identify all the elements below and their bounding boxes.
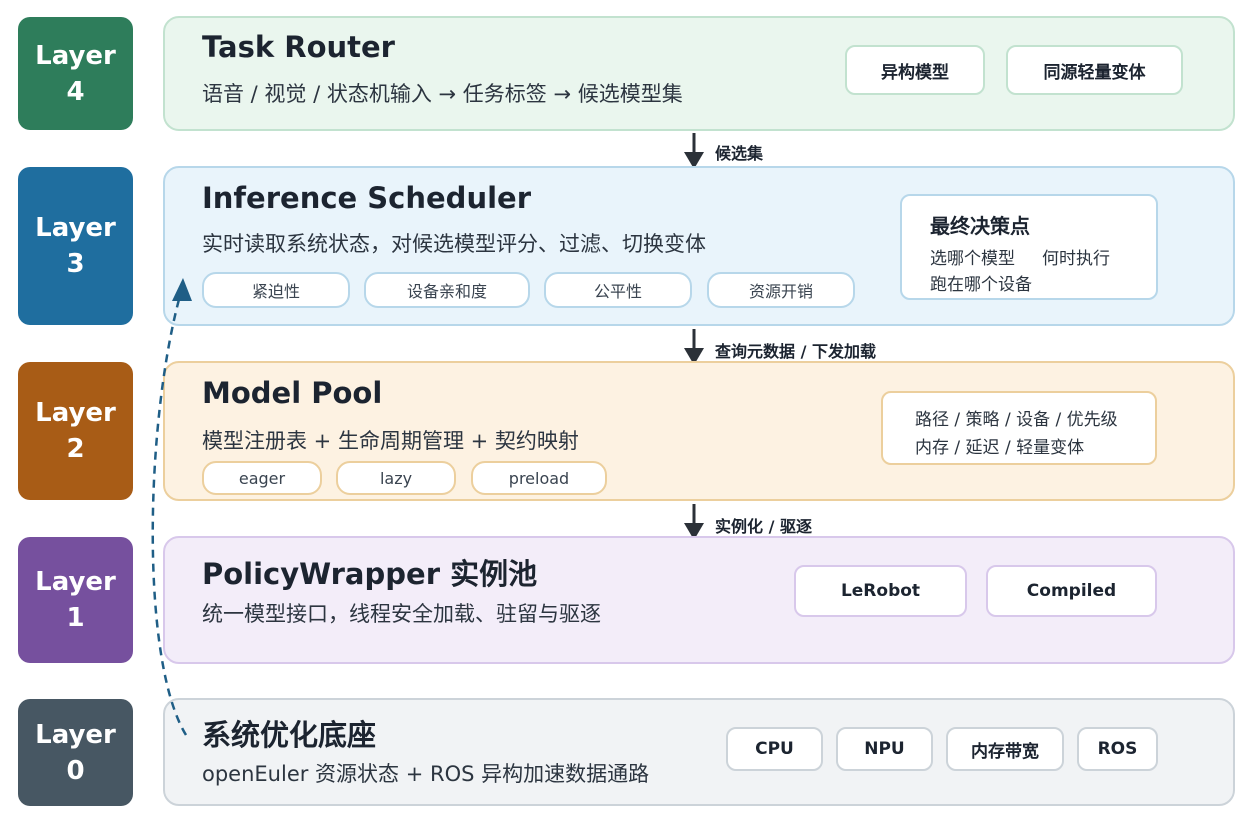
model-pool-panel: Model Pool 模型注册表 + 生命周期管理 + 契约映射 eager l… — [163, 361, 1235, 501]
chip-preload: preload — [471, 461, 607, 495]
tag-lerobot: LeRobot — [794, 565, 967, 617]
layer-4-badge-word: Layer — [35, 40, 116, 71]
chip-eager: eager — [202, 461, 322, 495]
system-base-panel: 系统优化底座 openEuler 资源状态 + ROS 异构加速数据通路 CPU… — [163, 698, 1235, 806]
layer-1-badge-word: Layer — [35, 567, 116, 597]
final-decision-title: 最终决策点 — [930, 214, 1030, 238]
arrow-pool-to-wrapper — [684, 504, 704, 540]
layer-1-badge-number: 1 — [66, 603, 85, 633]
policy-wrapper-title: PolicyWrapper 实例池 — [202, 557, 538, 591]
chip-fairness: 公平性 — [544, 272, 692, 308]
chip-device-affinity: 设备亲和度 — [364, 272, 530, 308]
tag-compiled: Compiled — [986, 565, 1157, 617]
system-base-title: 系统优化底座 — [202, 718, 377, 752]
layer-0-badge-number: 0 — [66, 755, 85, 786]
system-base-subtitle: openEuler 资源状态 + ROS 异构加速数据通路 — [202, 762, 650, 786]
tag-cpu: CPU — [726, 727, 823, 771]
arrow-scheduler-to-pool — [684, 329, 704, 365]
layer-2-badge: Layer 2 — [18, 362, 133, 500]
task-router-subtitle: 语音 / 视觉 / 状态机输入 → 任务标签 → 候选模型集 — [202, 82, 683, 106]
layer-2-badge-number: 2 — [66, 434, 85, 464]
layer-0-badge-word: Layer — [35, 719, 116, 750]
chip-resource-cost: 资源开销 — [707, 272, 855, 308]
model-metadata-box: 路径 / 策略 / 设备 / 优先级 内存 / 延迟 / 轻量变体 — [881, 391, 1157, 465]
arrow-label-query-metadata: 查询元数据 / 下发加载 — [715, 342, 876, 361]
arrow-router-to-scheduler — [684, 133, 704, 169]
feedback-arrow-curve — [151, 291, 188, 736]
policy-wrapper-subtitle: 统一模型接口，线程安全加载、驻留与驱逐 — [202, 602, 601, 626]
feedback-arrow-head — [172, 278, 192, 301]
arrow-label-instantiate-evict: 实例化 / 驱逐 — [715, 517, 812, 536]
tag-ros: ROS — [1077, 727, 1158, 771]
policy-wrapper-panel: PolicyWrapper 实例池 统一模型接口，线程安全加载、驻留与驱逐 Le… — [163, 536, 1235, 664]
task-router-panel: Task Router 语音 / 视觉 / 状态机输入 → 任务标签 → 候选模… — [163, 16, 1235, 131]
metadata-line-memory-latency: 内存 / 延迟 / 轻量变体 — [915, 438, 1085, 458]
layer-4-badge-number: 4 — [66, 76, 85, 107]
decision-item-which-device: 跑在哪个设备 — [930, 275, 1032, 295]
tag-lightweight-variants: 同源轻量变体 — [1006, 45, 1183, 95]
decision-item-which-model: 选哪个模型 — [930, 249, 1015, 269]
chip-urgency: 紧迫性 — [202, 272, 350, 308]
final-decision-box: 最终决策点 选哪个模型 何时执行 跑在哪个设备 — [900, 194, 1158, 300]
arrow-label-candidates: 候选集 — [715, 144, 764, 163]
layer-3-badge-number: 3 — [66, 249, 85, 279]
layer-3-badge: Layer 3 — [18, 167, 133, 325]
tag-heterogeneous-models: 异构模型 — [845, 45, 985, 95]
layer-0-badge: Layer 0 — [18, 699, 133, 806]
inference-scheduler-title: Inference Scheduler — [202, 181, 531, 215]
inference-scheduler-subtitle: 实时读取系统状态，对候选模型评分、过滤、切换变体 — [202, 232, 706, 256]
chip-lazy: lazy — [336, 461, 456, 495]
inference-scheduler-panel: Inference Scheduler 实时读取系统状态，对候选模型评分、过滤、… — [163, 166, 1235, 326]
decision-item-when-execute: 何时执行 — [1042, 249, 1110, 269]
layer-4-badge: Layer 4 — [18, 17, 133, 130]
task-router-title: Task Router — [202, 30, 395, 64]
tag-memory-bandwidth: 内存带宽 — [946, 727, 1064, 771]
layer-2-badge-word: Layer — [35, 398, 116, 428]
model-pool-subtitle: 模型注册表 + 生命周期管理 + 契约映射 — [202, 429, 579, 453]
layer-1-badge: Layer 1 — [18, 537, 133, 663]
tag-npu: NPU — [836, 727, 933, 771]
layer-3-badge-word: Layer — [35, 213, 116, 243]
model-pool-title: Model Pool — [202, 376, 383, 410]
metadata-line-path-policy: 路径 / 策略 / 设备 / 优先级 — [915, 410, 1118, 430]
